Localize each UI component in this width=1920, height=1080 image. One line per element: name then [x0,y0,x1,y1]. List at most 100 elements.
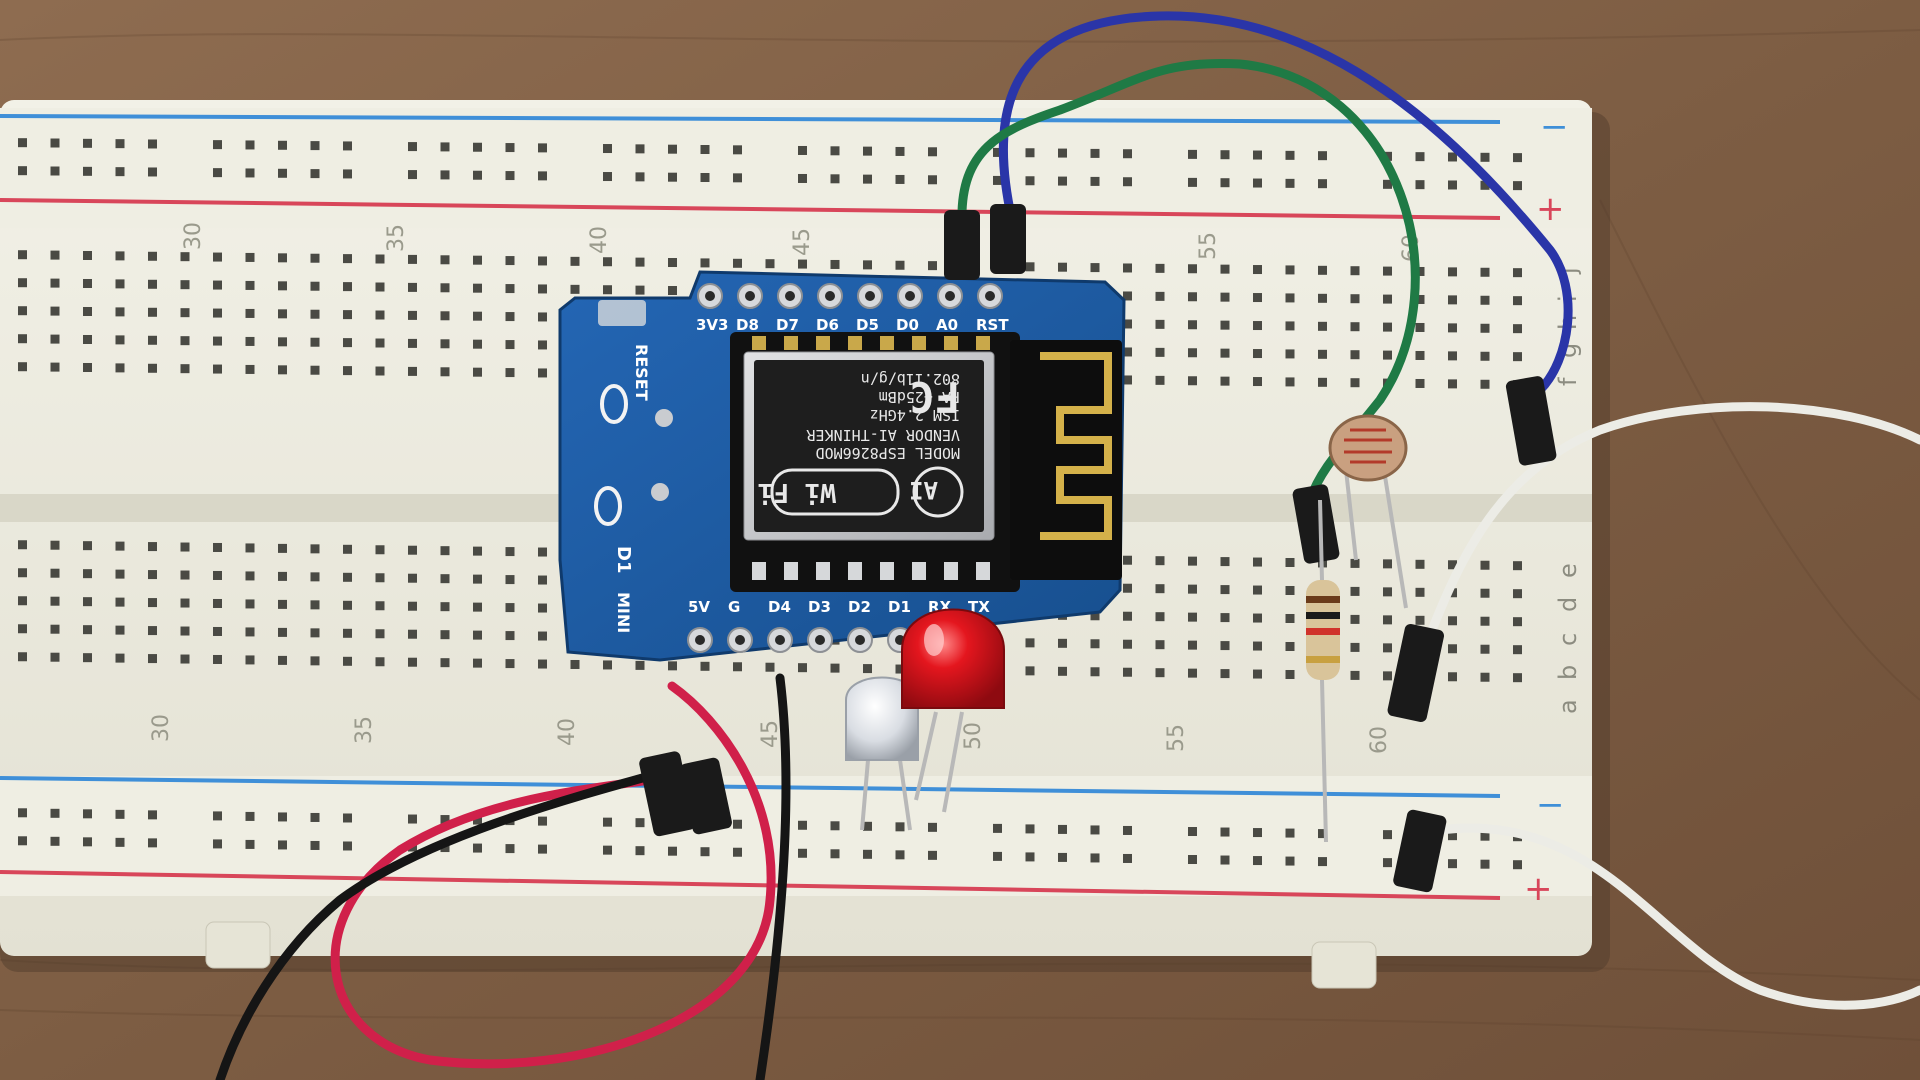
breadboard-hole [1285,669,1295,679]
breadboard-hole [343,366,352,376]
breadboard-hole [1448,560,1457,570]
breadboard-hole [213,598,222,608]
breadboard-hole [473,311,482,321]
breadboard-hole [895,822,905,832]
breadboard-hole [148,335,157,345]
breadboard-hole [863,821,872,831]
breadboard-hole [505,284,515,294]
breadboard-hole [830,849,840,859]
breadboard-hole [1220,585,1230,595]
breadboard-hole [83,653,92,663]
breadboard-hole [278,337,287,347]
breadboard-hole [635,846,645,856]
esp-pad [976,336,990,350]
breadboard-hole [245,655,255,665]
breadboard-hole [440,339,450,349]
top-pin-label: D0 [896,316,919,334]
breadboard-hole [538,256,547,266]
jumper-wires [215,11,1920,1080]
breadboard-hole [538,368,547,378]
breadboard-hole [375,338,385,348]
breadboard-hole [408,142,417,152]
breadboard-hole [1253,178,1262,188]
usb-mount-hole-top [600,384,628,424]
ai-logo: AI [909,476,938,504]
breadboard-hole [310,840,320,850]
breadboard-hole [1383,179,1392,189]
resistor [1306,499,1340,843]
clear-led-leg-2 [898,759,912,831]
breadboard-hole [1285,293,1295,303]
breadboard-hole [1155,612,1165,622]
breadboard-hole [310,281,320,291]
breadboard-hole [50,362,60,372]
breadboard-hole [473,367,482,377]
breadboard-hole [245,280,255,290]
breadboard-hole [1513,617,1522,627]
top-column-number: 30 [181,222,206,250]
wire-white-lower [1435,823,1920,1010]
bottom-column-number: 55 [1164,724,1189,752]
breadboard-hole [1513,645,1522,655]
breadboard-hole [180,308,190,318]
breadboard-hole [1448,831,1457,841]
breadboard-hole [375,601,385,611]
via-1 [655,409,673,427]
breadboard-hole [505,171,515,181]
esp-pad [752,336,766,350]
breadboard-hole [1058,852,1067,862]
breadboard-hole [18,652,27,662]
red-led [901,608,1005,709]
breadboard-hole [83,250,92,260]
top-red-rail-line [0,198,1501,220]
breadboard-hole [1415,559,1425,569]
breadboard-hole [863,174,872,184]
bottom-column-number: 45 [758,720,783,748]
bottom-pin-label: D4 [768,598,791,616]
breadboard-hole [1480,560,1490,570]
breadboard-hole [148,626,157,636]
breadboard-hole [18,138,27,148]
row-letter: e [1554,563,1582,578]
wood-grain [0,29,1920,1041]
breadboard-hole [245,252,255,262]
wire-green [957,59,1420,505]
breadboard-hole [603,845,612,855]
breadboard-hole [115,597,125,607]
breadboard-hole [538,575,547,585]
breadboard-hole [700,847,710,857]
breadboard-hole [18,836,27,846]
breadboard-hole [1123,319,1132,329]
breadboard-hole [1025,176,1035,186]
breadboard-hole [1415,587,1425,597]
ldr-leg-right [1382,469,1408,609]
breadboard-hole [310,309,320,319]
breadboard-hole [1383,350,1392,360]
breadboard-hole [1188,640,1197,650]
breadboard-foot-right [1311,941,1377,989]
breadboard-hole [1350,614,1360,624]
breadboard-hole [343,628,352,638]
esp-pad [816,336,830,350]
breadboard-hole [1253,377,1262,387]
breadboard-hole [1253,557,1262,567]
row-letter: b [1554,665,1582,680]
breadboard-hole [50,540,60,550]
breadboard-hole [115,251,125,261]
breadboard-hole [1285,641,1295,651]
esp8266-module: 802.11b/g/n PA +25dBm ISM 2.4GHz VENDOR … [730,332,1122,592]
breadboard-hole [1415,322,1425,332]
breadboard-hole [668,144,677,154]
clear-led-leg-1 [860,759,870,831]
breadboard-hole [1383,858,1392,868]
breadboard-hole [1058,824,1067,834]
breadboard-hole [1285,613,1295,623]
breadboard-hole [1253,321,1262,331]
breadboard-hole [83,625,92,635]
red-led-leg-2 [942,711,964,813]
breadboard-hole [473,658,482,668]
top-pin-row [697,283,1003,309]
breadboard-hole [1058,262,1067,272]
breadboard-hole [83,166,92,176]
